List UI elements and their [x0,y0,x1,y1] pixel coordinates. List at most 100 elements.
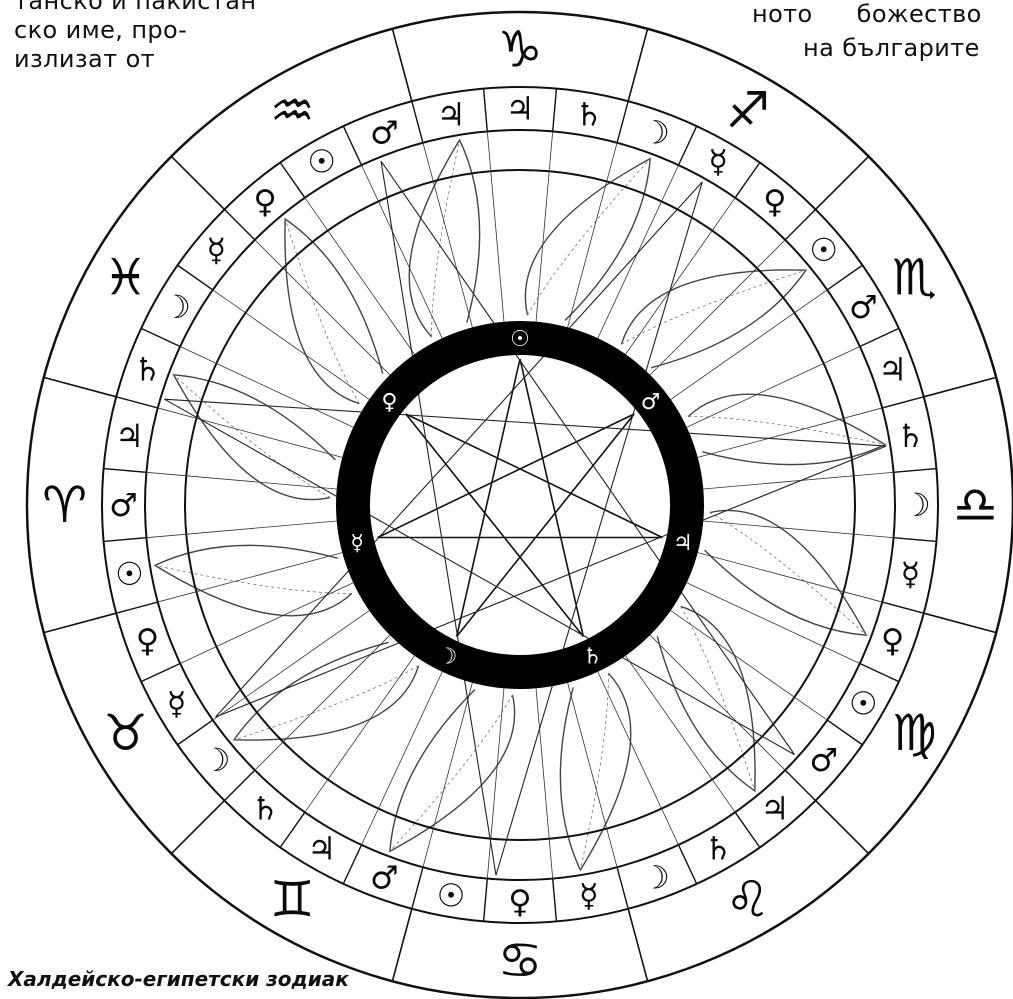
planet-cell-glyph: ☽ [641,859,670,897]
sun-ray-shade [528,159,651,315]
decan-divider [553,879,557,922]
sign-virgo-glyph: ♍ [892,704,937,762]
sign-pisces-glyph: ♓ [103,248,148,306]
decan-divider [224,209,254,239]
spoke-line [146,521,336,538]
decan-divider [343,126,361,165]
planet-cell-glyph: ♂ [809,741,838,779]
sun-ray-shade [285,219,359,403]
sign-cancer-glyph: ♋ [498,932,543,990]
decan-divider [553,89,557,132]
decan-divider [343,845,361,884]
sun-ray [234,642,418,740]
planet-cell-glyph: ♄ [251,790,280,828]
inner-ring-glyph: ☽ [438,644,458,669]
planet-cell-glyph: ♃ [307,829,336,867]
decan-divider [894,538,937,542]
sign-divider [171,801,224,854]
sign-divider [924,377,996,396]
sign-libra-glyph: ♎ [953,476,998,534]
decan-divider [678,845,696,884]
planet-cell-glyph: ♂ [370,113,399,151]
planet-cell-glyph: ♀ [136,622,159,660]
planet-cell-glyph: ☿ [206,231,226,269]
spoke-line [213,611,369,721]
inner-ring-glyph: ♀ [381,390,397,415]
sun-ray-shade [390,695,513,851]
sign-divider [628,909,647,981]
planet-cell-glyph: ☿ [901,555,921,593]
decan-divider [104,469,147,473]
decan-divider [882,602,924,613]
decan-divider [116,397,158,408]
spoke-line [568,683,617,867]
decan-divider [412,101,423,143]
decan-divider [735,163,760,198]
spoke-line [158,408,342,457]
planet-cell-glyph: ♂ [109,486,138,524]
planet-cell-glyph: ☿ [579,876,599,914]
planet-cell-glyph: ☽ [641,113,670,151]
sun-ray [705,510,867,635]
sign-divider [44,613,116,632]
decan-divider [484,89,488,132]
planet-cell-glyph: ♃ [506,90,535,128]
planet-cell-glyph: ☉ [307,143,336,181]
sign-aquarius-glyph: ♒ [270,82,315,140]
inner-ring-glyph: ☉ [510,327,530,352]
inner-ring-glyph: ♂ [641,390,661,415]
decan-divider [141,663,180,681]
sign-capricorn-glyph: ♑ [498,21,543,79]
sun-ray-shade [234,666,418,740]
planet-cell-glyph: ♀ [881,622,904,660]
decan-divider [894,469,937,473]
sun-ray [174,375,336,500]
inner-black-ring: ☉♂♃♄☽☿♀ [350,327,692,672]
sun-ray [409,140,479,337]
spoke-line [423,683,472,867]
sign-divider [816,801,869,854]
spoke-line [568,143,617,327]
star-lines [164,161,886,875]
decan-divider [735,812,760,847]
decan-divider [104,538,147,542]
planet-cell-glyph: ♃ [761,790,790,828]
decan-divider [116,602,158,613]
planet-cell-glyph: ♃ [878,350,907,388]
planet-cell-glyph: ♄ [133,350,162,388]
outer-heptagram [164,161,886,875]
decan-divider [280,163,305,198]
sun-ray [525,159,650,321]
spoke-line [698,408,882,457]
sun-ray [560,673,630,870]
sign-divider [44,377,116,396]
planet-cell-glyph: ♀ [763,182,786,220]
planet-cell-glyph: ☉ [437,876,466,914]
planet-cell-glyph: ☿ [167,684,187,722]
planet-cell-glyph: ☉ [849,684,878,722]
inner-ring-band [353,338,687,672]
spoke-line [703,472,893,489]
sign-divider [816,156,869,209]
decan-divider [860,663,899,681]
sign-divider [628,29,647,101]
sign-scorpio-glyph: ♏ [892,248,937,306]
spoke-line [305,198,415,354]
sign-divider [171,156,224,209]
planet-cell-glyph: ♃ [115,417,144,455]
inner-ring-glyph: ☿ [350,531,364,556]
planet-cell-glyph: ☉ [115,555,144,593]
planet-cell-glyph: ♄ [575,96,604,134]
spoke-line [650,240,785,375]
spoke-line [536,688,553,878]
heptagram [378,359,663,637]
spoke-line [255,240,390,375]
spoke-line [698,553,882,602]
spoke-line [423,143,472,327]
planet-cell-glyph: ☿ [708,143,728,181]
sun-ray-shade [688,417,885,445]
sign-taurus-glyph: ♉ [103,704,148,762]
sign-divider [924,613,996,632]
sun-ray-shade [621,270,805,344]
sun-ray-shade [155,565,352,593]
